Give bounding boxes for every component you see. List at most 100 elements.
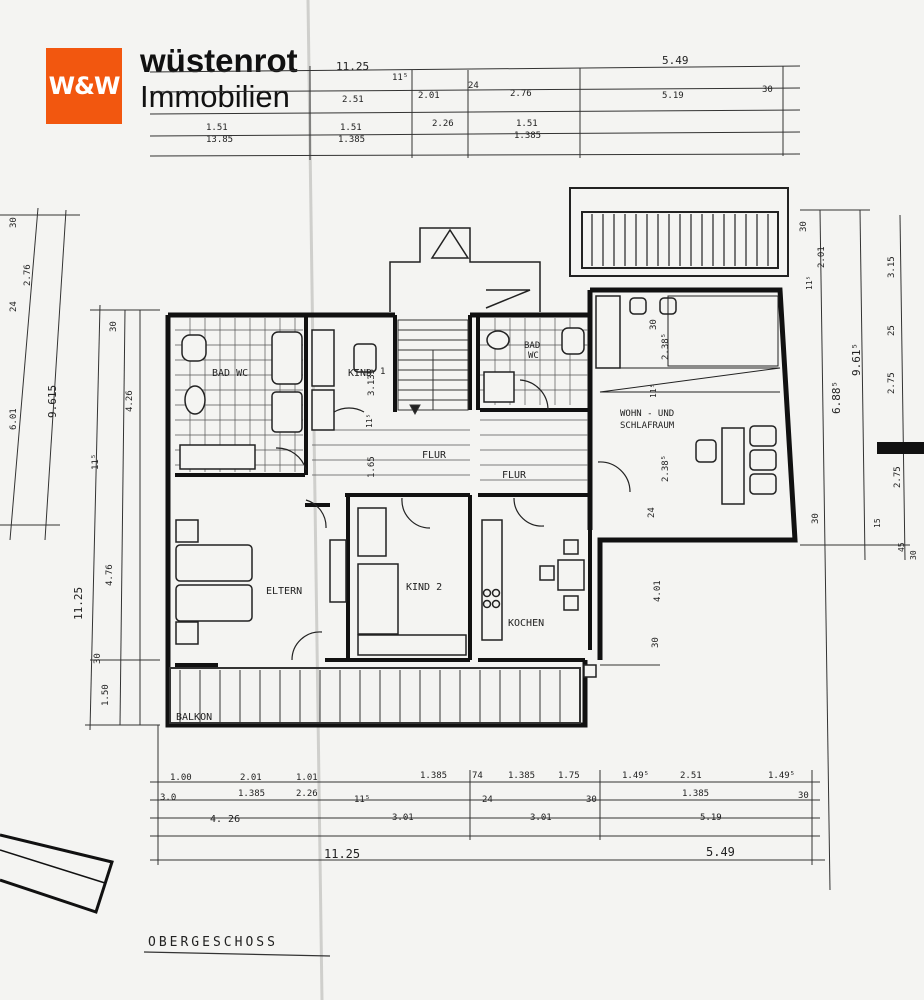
stove-burner-4 <box>491 599 501 609</box>
dim-bot-301: 3.01 <box>392 813 414 823</box>
kitchen-chair-2 <box>563 539 579 555</box>
dim-bot-519: 5.19 <box>700 813 722 823</box>
dim-bot-201: 2.01 <box>240 773 262 783</box>
stove-burner-1 <box>482 588 492 598</box>
washbasin-left <box>181 334 207 362</box>
chimney-square <box>583 664 597 678</box>
north-arrow <box>0 833 114 914</box>
edge-mark <box>877 442 924 454</box>
dim-bot-301b: 3.01 <box>530 813 552 823</box>
beam-pattern <box>599 367 781 393</box>
dim-bot-1385: 1.385 <box>420 771 447 781</box>
nightstand-2 <box>175 621 199 645</box>
brand-logo-text: W&W <box>48 72 121 100</box>
dim-left-30b: 30 <box>109 321 119 332</box>
dim-right-275b: 2.75 <box>893 466 903 488</box>
dim-top-1385a: 13.85 <box>206 135 233 145</box>
dim-inner-1: 1 <box>380 367 385 377</box>
dim-top-151c: 1.51 <box>516 119 538 129</box>
dim-right-45: 45 <box>897 542 906 552</box>
terrace-railing <box>591 214 769 266</box>
right-dimension-lines <box>600 209 910 891</box>
sofa-cushion-1 <box>749 425 777 447</box>
dim-right-115: 11⁵ <box>805 276 814 290</box>
dim-left-30c: 30 <box>93 653 103 664</box>
dim-right-275: 2.75 <box>887 372 897 394</box>
dim-bot-226: 2.26 <box>296 789 318 799</box>
left-dimension-lines <box>0 207 160 731</box>
washbasin-right <box>561 327 585 355</box>
stove-burner-2 <box>491 588 501 598</box>
wardrobe-kind <box>311 329 335 387</box>
dim-left-601: 6.01 <box>9 408 19 430</box>
dim-top-151b: 1.51 <box>340 123 362 133</box>
vanity-left <box>179 444 256 470</box>
dim-right-30c: 30 <box>909 550 918 560</box>
dim-bot-1125: 11.25 <box>324 847 360 861</box>
dim-left-476: 4.76 <box>105 564 115 586</box>
dim-inner-165: 1.65 <box>367 456 377 478</box>
dim-bot-24: 24 <box>482 795 493 805</box>
kitchen-chair-1 <box>539 565 555 581</box>
dim-left-30: 30 <box>9 217 19 228</box>
top-dimension-lines <box>149 65 801 160</box>
wardrobe-wohn <box>595 295 621 369</box>
wardrobe-eltern <box>329 539 347 603</box>
dim-top-519: 5.19 <box>662 91 684 101</box>
desk-kind2 <box>357 507 387 557</box>
room-label-wohn: WOHN - UND <box>620 409 674 419</box>
shower-left <box>271 391 303 433</box>
toilet-right <box>486 330 510 350</box>
dim-top-1385c: 1.385 <box>514 131 541 141</box>
room-label-eltern: ELTERN <box>266 586 302 597</box>
bed-eltern-1 <box>175 544 253 582</box>
dim-bot-100: 1.00 <box>170 773 192 783</box>
dim-inner-30: 30 <box>649 319 659 330</box>
nightstand-1 <box>175 519 199 543</box>
dim-bot-426: 4. 26 <box>210 814 240 825</box>
dim-inner-24: 24 <box>647 507 657 518</box>
dim-left-1125: 11.25 <box>72 587 85 620</box>
dim-top-276: 2.76 <box>510 89 532 99</box>
room-label-wc-right: WC <box>528 351 539 361</box>
dim-left-115: 11⁵ <box>91 454 101 470</box>
dim-right-6885: 6.88⁵ <box>830 381 843 414</box>
dim-inner-3135: 3.135 <box>367 369 377 396</box>
dim-inner-30b: 30 <box>651 637 661 648</box>
dim-bot-1385d: 1.385 <box>682 789 709 799</box>
kitchen-table <box>557 559 585 591</box>
dim-right-15: 15 <box>873 518 882 528</box>
room-label-kind: KIND <box>348 368 372 379</box>
chair-kind <box>353 343 377 373</box>
dim-left-276: 2.76 <box>23 264 33 286</box>
terrace <box>569 187 789 277</box>
dim-inner-116: 11⁵ <box>649 384 658 398</box>
dim-inner-238b: 2.38⁵ <box>661 455 671 482</box>
room-label-kochen: KOCHEN <box>508 618 544 629</box>
plan-title: OBERGESCHOSS <box>148 935 278 950</box>
brand-name-line2: Immobilien <box>140 79 290 114</box>
dim-right-30: 30 <box>799 221 809 232</box>
dim-bot-175: 1.75 <box>558 771 580 781</box>
room-label-flur-right: FLUR <box>502 470 527 481</box>
living-area <box>667 295 779 367</box>
desk-kind <box>311 389 335 431</box>
brand-wordmark: wüstenrot Immobilien <box>140 44 298 112</box>
kitchen-chair-3 <box>563 595 579 611</box>
room-label-bad-wc-left: BAD WC <box>212 368 248 379</box>
dim-bot-30b: 30 <box>586 795 597 805</box>
bed-eltern-2 <box>175 584 253 622</box>
dim-top-151a: 1.51 <box>206 123 228 133</box>
toilet-left <box>184 385 206 415</box>
dim-bot-1385b: 1.385 <box>508 771 535 781</box>
dim-bot-251: 2.51 <box>680 771 702 781</box>
dim-bot-101: 1.01 <box>296 773 318 783</box>
shower-right <box>483 371 515 403</box>
stove-burner-3 <box>482 599 492 609</box>
dim-top-115: 11⁵ <box>392 73 408 83</box>
wardrobe-kind2 <box>357 634 467 656</box>
dim-top-226: 2.26 <box>432 119 454 129</box>
dim-right-201: 2.01 <box>817 246 827 268</box>
room-label-flur-left: FLUR <box>422 450 447 461</box>
